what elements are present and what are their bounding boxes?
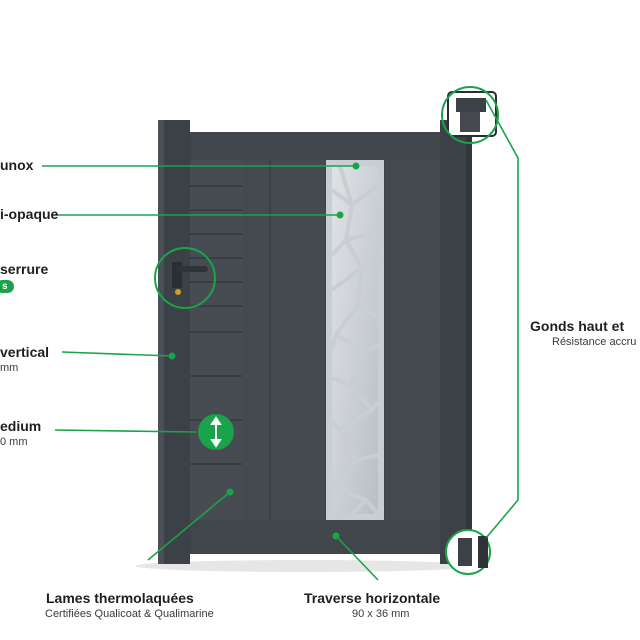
- label-lames: Lames thermolaquées: [46, 590, 194, 606]
- label-gonds-sub: Résistance accru: [552, 336, 637, 348]
- lock-callout-circle: [154, 247, 216, 309]
- label-vertical-sub: mm: [0, 362, 19, 374]
- top-hinge-callout-circle: [441, 86, 499, 144]
- label-serrure: serrure: [0, 261, 49, 277]
- top-rail: [190, 132, 440, 160]
- slats: [190, 160, 242, 520]
- label-medium-sub: 0 mm: [0, 436, 28, 448]
- label-vertical: vertical: [0, 344, 50, 360]
- decorative-insert: [326, 160, 384, 520]
- serrure-badge: s: [0, 280, 14, 293]
- label-opaque: i-opaque: [0, 206, 59, 222]
- top-hinge: [447, 91, 497, 137]
- leader-lines: [42, 99, 519, 581]
- label-lames-sub: Certifiées Qualicoat & Qualimarine: [45, 608, 214, 620]
- bottom-rail: [190, 520, 440, 554]
- label-gonds: Gonds haut et: [530, 318, 625, 334]
- label-unox: unox: [0, 157, 34, 173]
- lock-handle: [172, 262, 208, 295]
- label-traverse: Traverse horizontale: [304, 590, 441, 606]
- label-traverse-sub: 90 x 36 mm: [352, 608, 410, 620]
- label-medium: edium: [0, 418, 42, 434]
- bottom-hinge: [445, 529, 491, 575]
